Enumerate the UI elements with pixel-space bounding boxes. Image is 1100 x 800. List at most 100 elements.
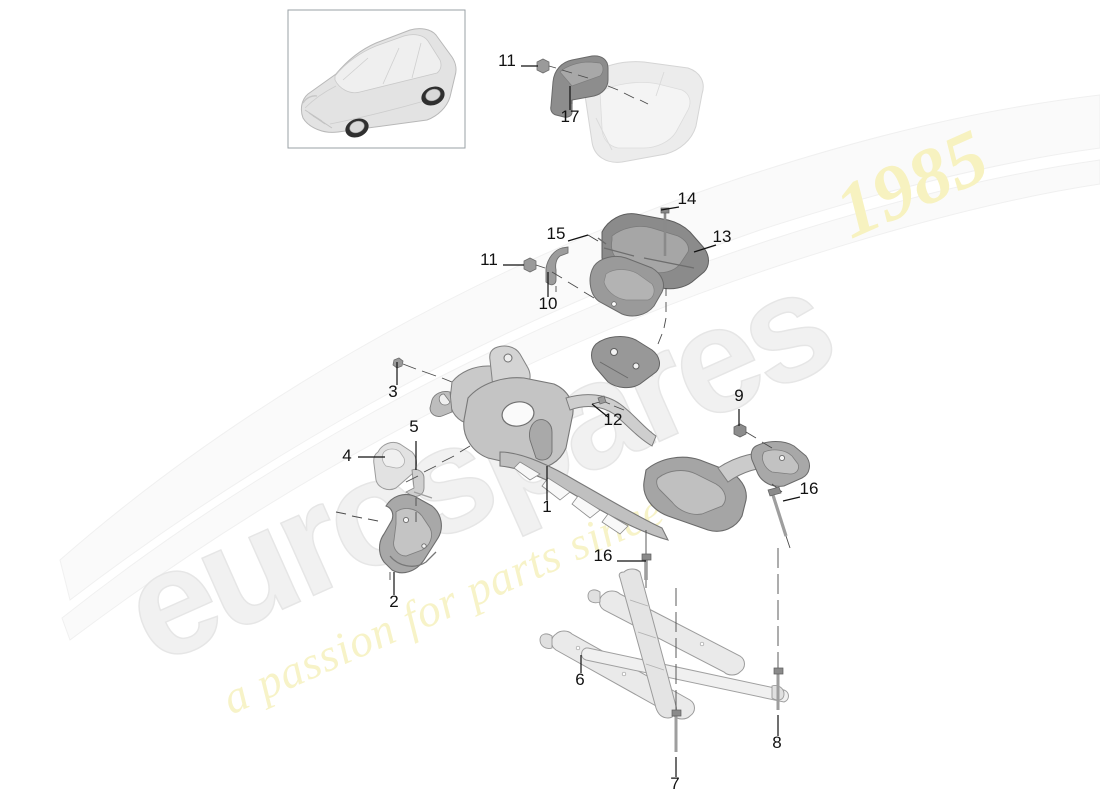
callout-label-6: 6 [575,670,584,689]
part-17-support-detail [595,71,665,151]
vehicle-illustration [300,28,457,138]
subframe-lattice-4 [601,513,629,535]
part-group-13 [523,207,709,345]
car-rear-rim [425,88,441,102]
axis-10 [535,264,595,299]
subframe-right-block [591,336,660,389]
strut-ll-hole-1 [575,645,581,651]
part-13-lower-face [603,269,655,301]
part-group-1-subframe [429,336,670,541]
callout-label-16: 16 [594,546,613,565]
part-group-16-center [641,530,652,588]
car-greenhouse [334,34,442,94]
right-node-hole [778,454,786,462]
strut-steep-diagonal-rungs [629,599,665,671]
part-2-hole-b [421,543,427,549]
subframe-left-eye [438,393,451,406]
part-group-8 [773,548,784,710]
right-crossmember-left-face [656,470,726,515]
subframe-right-block-rib [599,361,629,379]
subframe-lattice-3 [571,495,601,519]
subframe-tube-upper [565,394,657,447]
part-4-plate-inner [381,448,405,469]
callout-leader-13 [693,244,717,253]
part-group-17 [536,55,704,163]
subframe-center-web [529,419,553,461]
part-5-clamp-arm [413,491,433,499]
part-16-right-shaft [770,491,788,537]
strut-steep-diagonal [618,568,677,719]
callout-label-2: 2 [389,592,398,611]
callout-leader-15 [567,234,589,242]
axis-2-left [335,511,379,522]
part-group-3 [392,357,453,383]
strut-ll-hole-2 [621,671,627,677]
callout-label-16b: 16 [800,479,819,498]
part-group-7 [671,588,682,752]
part-13-hole-a [611,301,617,307]
right-crossmember-right-face [762,449,799,475]
part-group-right-crossmember [643,423,810,549]
part-7-head [671,709,682,717]
callout-leader-16b [782,496,801,502]
subframe-lattice-1 [513,461,541,481]
callout-label-4: 4 [342,446,351,465]
axis-4-to-subframe [405,445,471,483]
subframe-center-aperture [501,401,535,427]
axis-16-right-bottom [785,535,791,549]
part-17-wedge-top-face [559,61,604,87]
car-hood-crease [304,85,337,109]
callout-label-8: 8 [772,733,781,752]
part-12-leader-line [591,401,601,405]
part-group-left [335,441,471,580]
callout-leader-14 [660,206,680,211]
subframe-tower-hole [503,353,513,363]
part-group-6-struts [539,568,789,720]
part-8-head [773,667,784,675]
callout-label-1: 1 [542,497,551,516]
callout-label-10: 10 [539,294,558,313]
subframe-lattice-2 [541,477,571,501]
subframe-right-block-hole-b [632,362,640,370]
callout-label-15: 15 [547,224,566,243]
callout-label-9: 9 [734,386,743,405]
strut-ur-hole-2 [699,641,705,647]
callout-label-14: 14 [678,189,697,208]
axis-13-down [657,288,667,345]
callout-label-17: 17 [561,107,580,126]
strut-end-plate-upper [587,589,601,604]
callout-label-5: 5 [409,417,418,436]
car-front-rim [349,120,365,134]
axis-9 [745,431,773,449]
car-c-pillar [411,42,422,79]
callout-label-12: 12 [604,410,623,429]
part-12-stud [597,395,607,405]
part-11-nut-top [536,58,550,74]
axis-17-right [607,85,649,105]
car-grille [304,109,333,129]
car-b-pillar [382,47,400,85]
callout-label-13: 13 [713,227,732,246]
strut-horizontal-brace [581,647,789,703]
part-10-bracket [545,246,569,286]
callout-label-3: 3 [388,382,397,401]
car-side-crease [329,99,429,125]
callout-leader-12 [591,403,609,418]
callout-label-11b: 11 [498,51,516,70]
axis-17-left [548,65,589,79]
part-16-right-head [767,486,782,497]
part-11-nut-left [523,257,537,273]
strut-end-plate-left [539,633,553,649]
watermark-layer: eurospares a passion for parts since 198… [59,94,1100,724]
part-16-center-head [641,553,652,561]
part-2-bracket-lip [389,551,437,567]
part-3-bolt-head [392,357,404,369]
vehicle-thumbnail [287,9,466,149]
part-15-leader [587,234,599,242]
callout-label-11: 11 [480,250,498,269]
part-15-clip [597,237,607,245]
car-headlight [302,95,318,104]
